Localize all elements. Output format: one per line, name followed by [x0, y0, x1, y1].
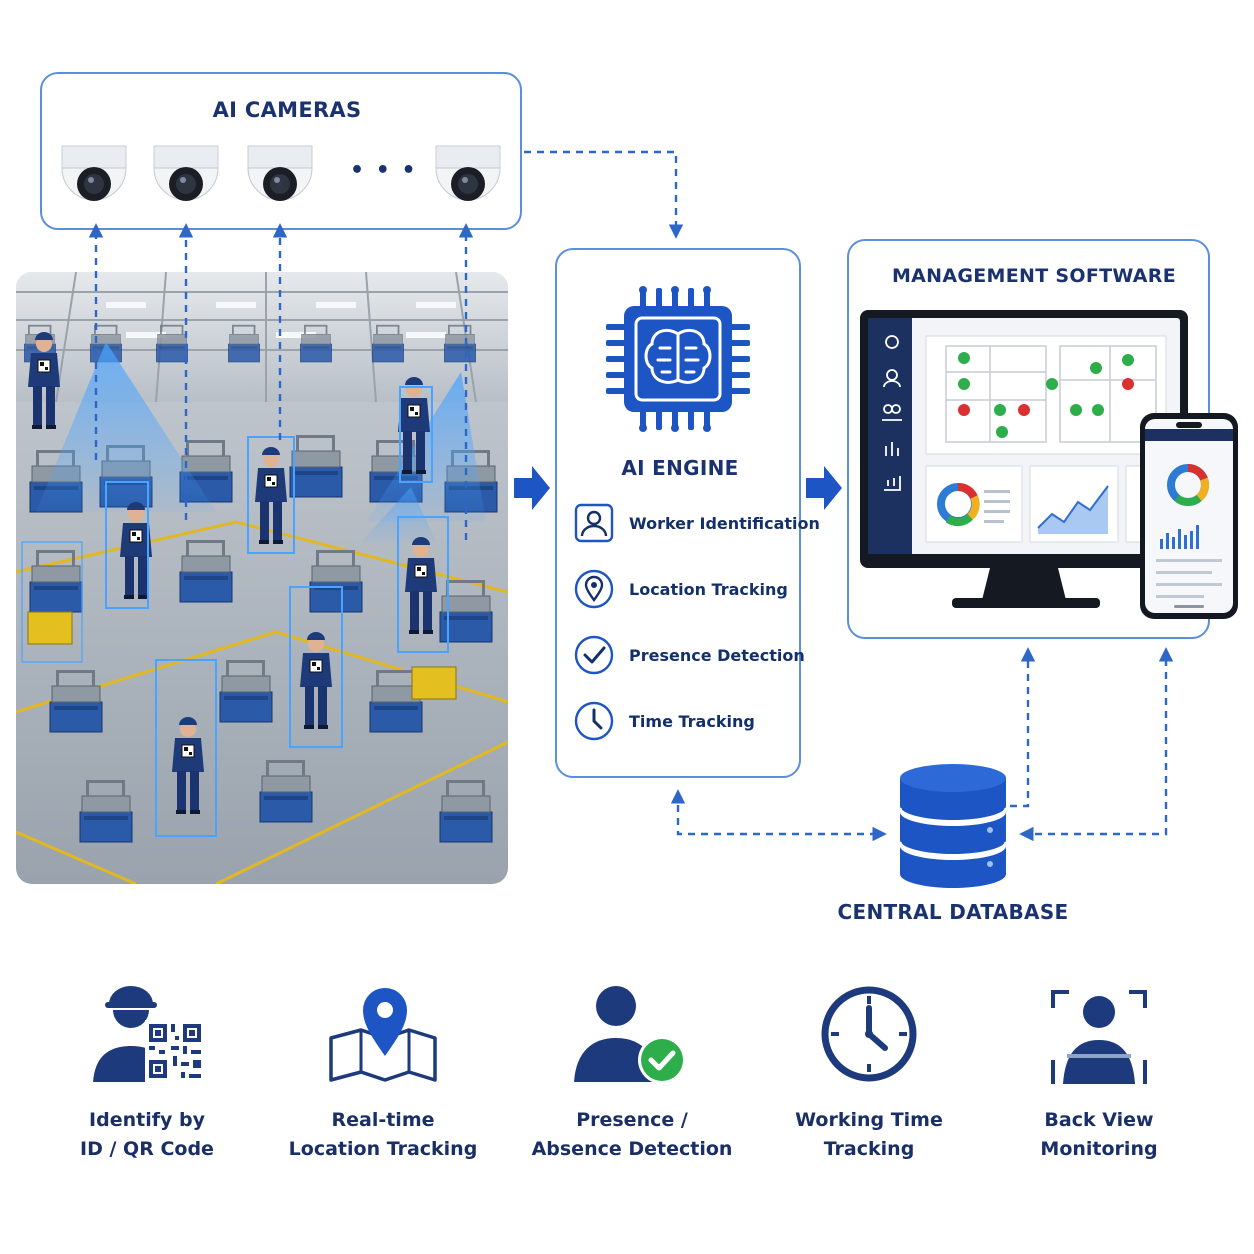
ai-cameras-title: AI CAMERAS: [212, 98, 362, 122]
person-id-icon: [574, 503, 614, 543]
central-database-title: CENTRAL DATABASE: [837, 900, 1069, 924]
ai-brain-chip-icon: [606, 286, 750, 432]
database-icon: [898, 764, 1008, 888]
factory-floor-scene: [16, 272, 508, 884]
camera-ellipsis: • • •: [350, 158, 418, 183]
bottom-feature-location: Real-time Location Tracking: [273, 984, 493, 1164]
camera-3-icon: [247, 145, 313, 202]
camera-4-icon: [435, 145, 501, 202]
bottom-feature-label: Presence / Absence Detection: [531, 1109, 733, 1160]
feature-worker-identification: Worker Identification: [573, 503, 820, 543]
feature-label: Presence Detection: [629, 645, 805, 665]
feature-label: Time Tracking: [629, 711, 755, 731]
desktop-monitor-icon: [860, 310, 1188, 608]
back-view-frame-icon: [1051, 990, 1147, 1084]
map-location-icon: [329, 988, 437, 1082]
feature-label: Worker Identification: [629, 513, 820, 533]
feature-presence-detection: Presence Detection: [573, 635, 805, 675]
person-check-icon: [574, 986, 686, 1084]
check-circle-icon: [574, 635, 614, 675]
feature-time-tracking: Time Tracking: [573, 701, 755, 741]
bottom-feature-working-time: Working Time Tracking: [759, 984, 979, 1164]
camera-1-icon: [61, 145, 127, 202]
bottom-feature-back-view: Back View Monitoring: [989, 984, 1209, 1164]
smartphone-icon: [1140, 413, 1238, 619]
bottom-feature-label: Real-time Location Tracking: [288, 1109, 478, 1160]
clock-icon: [821, 986, 917, 1082]
bottom-feature-label: Working Time Tracking: [795, 1109, 943, 1160]
bottom-feature-identify: Identify by ID / QR Code: [37, 984, 257, 1164]
bottom-feature-presence: Presence / Absence Detection: [522, 984, 742, 1164]
camera-2-icon: [153, 145, 219, 202]
arrow-right-icon: [514, 466, 550, 510]
bottom-feature-label: Back View Monitoring: [1040, 1109, 1158, 1160]
bottom-feature-label: Identify by ID / QR Code: [80, 1109, 214, 1160]
management-software-title: MANAGEMENT SOFTWARE: [891, 265, 1177, 287]
camera-row: [61, 145, 501, 202]
ai-engine-title: AI ENGINE: [621, 456, 739, 480]
location-pin-icon: [574, 569, 614, 609]
feature-location-tracking: Location Tracking: [573, 569, 788, 609]
clock-icon: [574, 701, 614, 741]
worker-qr-code-icon: [93, 986, 205, 1082]
feature-label: Location Tracking: [629, 579, 788, 599]
